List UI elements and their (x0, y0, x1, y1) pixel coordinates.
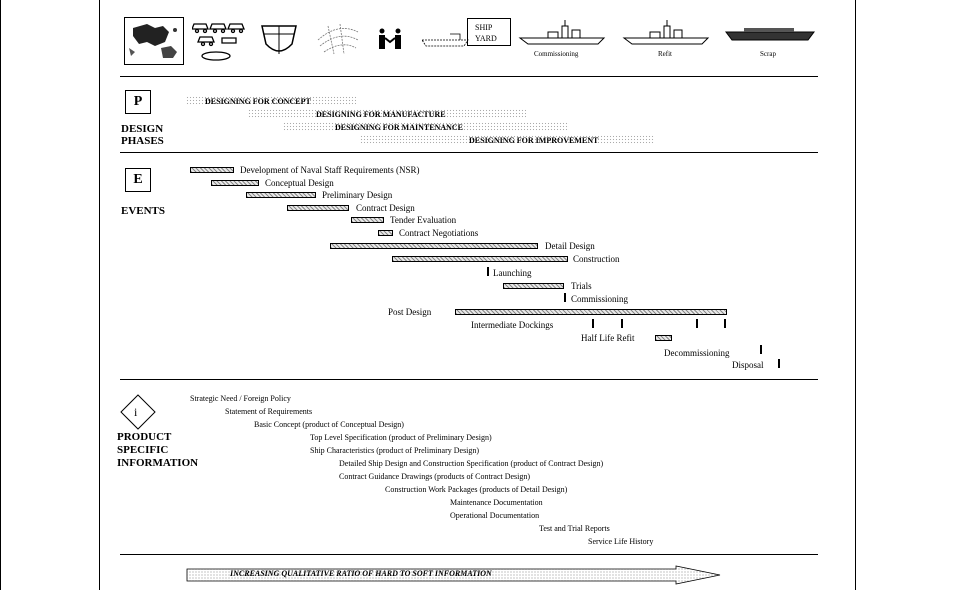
event-label-half-life-refit: Half Life Refit (581, 333, 635, 343)
phase-bar-improvement (360, 135, 654, 144)
product-title-line3: INFORMATION (117, 457, 199, 469)
phases-letter-box: P (125, 90, 151, 114)
info-item-test-trial-reports: Test and Trial Reports (539, 524, 610, 533)
commissioning-label: Commissioning (534, 50, 579, 58)
event-label-detail-design: Detail Design (545, 241, 595, 251)
event-tick-disposal (778, 359, 780, 368)
info-item-ship-characteristics: Ship Characteristics (product of Prelimi… (310, 446, 480, 455)
event-bar-negotiations (378, 230, 393, 236)
event-label-commissioning: Commissioning (571, 294, 629, 304)
product-title-line1: PRODUCT (117, 431, 172, 443)
divider-3 (120, 379, 818, 380)
info-item-maintenance-documentation: Maintenance Documentation (450, 498, 543, 507)
event-label-negotiations: Contract Negotiations (399, 228, 479, 238)
phase-label-concept: DESIGNING FOR CONCEPT (205, 97, 311, 106)
event-label-decommissioning: Decommissioning (664, 348, 730, 358)
phase-bar-manufacture (248, 109, 526, 118)
event-bar-post-design (455, 309, 727, 315)
event-label-disposal: Disposal (732, 360, 764, 370)
phase-label-manufacture: DESIGNING FOR MANUFACTURE (316, 110, 446, 119)
events-title: EVENTS (121, 205, 166, 217)
increasing-ratio-arrow (186, 565, 721, 585)
world-map-icon (124, 17, 184, 65)
event-label-launching: Launching (493, 268, 532, 278)
phases-title-line2: PHASES (121, 135, 164, 147)
phase-bar-concept (186, 96, 356, 105)
phase-label-improvement: DESIGNING FOR IMPROVEMENT (469, 136, 599, 145)
info-item-construction-work-packages: Construction Work Packages (products of … (385, 485, 568, 494)
event-tick-docking-2 (621, 319, 623, 328)
info-item-statement-of-requirements: Statement of Requirements (225, 407, 313, 416)
event-bar-conceptual (211, 180, 259, 186)
event-tick-commissioning (564, 293, 566, 302)
divider-4 (120, 554, 818, 555)
event-bar-half-life-refit (655, 335, 672, 341)
shipyard-ship-icon (420, 24, 470, 50)
handshake-icon (377, 28, 403, 50)
event-label-trials: Trials (571, 281, 592, 291)
arrow-label: INCREASING QUALITATIVE RATIO OF HARD TO … (230, 569, 492, 578)
shipyard-label-line1: SHIP (475, 23, 493, 32)
info-letter: i (134, 405, 138, 419)
refit-ship-icon (622, 18, 712, 48)
phase-label-maintenance: DESIGNING FOR MAINTENANCE (335, 123, 464, 132)
hull-lines-drawing-icon (314, 20, 362, 58)
phases-title-line1: DESIGN (121, 123, 164, 135)
event-bar-tender (351, 217, 384, 223)
info-item-detailed-ship-design: Detailed Ship Design and Construction Sp… (339, 459, 604, 468)
phase-bar-maintenance (283, 122, 569, 131)
page-left-border (99, 0, 100, 590)
refit-label: Refit (658, 50, 672, 58)
event-tick-launching (487, 267, 489, 276)
event-bar-contract (287, 205, 349, 211)
page-right-border (855, 0, 856, 590)
ship-hull-icon (258, 18, 300, 60)
info-item-operational-documentation: Operational Documentation (450, 511, 540, 520)
divider-2 (120, 152, 818, 153)
event-tick-docking-3 (696, 319, 698, 328)
divider-1 (120, 76, 818, 77)
event-bar-detail-design (330, 243, 538, 249)
shipyard-box: SHIP YARD (467, 18, 511, 46)
left-edge-line (0, 0, 1, 590)
event-label-nsr: Development of Naval Staff Requirements … (240, 165, 420, 175)
event-label-preliminary: Preliminary Design (322, 190, 393, 200)
scrap-ship-icon (724, 24, 816, 46)
event-label-intermediate-dockings: Intermediate Dockings (471, 320, 554, 330)
product-title-line2: SPECIFIC (117, 444, 169, 456)
event-bar-preliminary (246, 192, 316, 198)
event-bar-trials (503, 283, 564, 289)
commissioning-ship-icon (518, 18, 608, 48)
info-item-contract-guidance: Contract Guidance Drawings (products of … (339, 472, 531, 481)
info-item-strategic-need: Strategic Need / Foreign Policy (190, 394, 291, 403)
scrap-label: Scrap (760, 50, 776, 58)
event-label-tender: Tender Evaluation (390, 215, 457, 225)
event-tick-docking-4 (724, 319, 726, 328)
info-diamond-icon: i (120, 394, 156, 430)
info-item-top-level-spec: Top Level Specification (product of Prel… (310, 433, 492, 442)
shipyard-label-line2: YARD (475, 34, 497, 43)
info-item-service-life-history: Service Life History (588, 537, 654, 546)
event-bar-nsr (190, 167, 234, 173)
event-tick-decommissioning (760, 345, 762, 354)
event-tick-docking-1 (592, 319, 594, 328)
vehicles-icon (191, 18, 248, 64)
event-bar-construction (392, 256, 568, 262)
event-label-post-design: Post Design (388, 307, 432, 317)
event-label-construction: Construction (573, 254, 620, 264)
info-item-basic-concept: Basic Concept (product of Conceptual Des… (254, 420, 404, 429)
events-letter-box: E (125, 168, 151, 192)
event-label-contract: Contract Design (356, 203, 415, 213)
event-label-conceptual: Conceptual Design (265, 178, 334, 188)
